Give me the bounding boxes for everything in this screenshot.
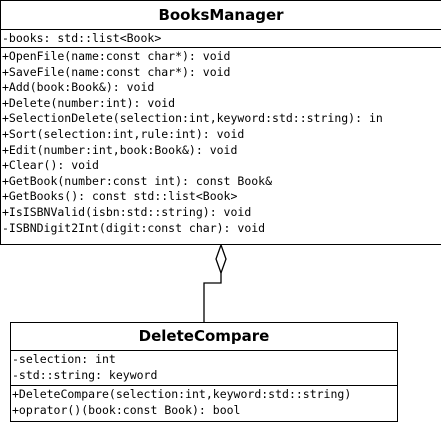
operation: +Sort(selection:int,rule:int): void	[2, 126, 245, 141]
class-books-manager[interactable]: BooksManager -books: std::list<Book> +Op…	[0, 0, 441, 245]
operation: +SelectionDelete(selection:int,keyword:s…	[2, 111, 383, 126]
class-name: DeleteCompare	[11, 323, 397, 351]
operation: +OpenFile(name:const char*): void	[2, 49, 231, 63]
operation: +IsISBNValid(isbn:std::string): void	[2, 204, 252, 219]
operation: +Delete(number:int): void	[2, 95, 176, 110]
operation: +Edit(number:int,book:Book&): void	[2, 142, 238, 157]
attributes-section: -books: std::list<Book>	[1, 30, 441, 48]
operation: +oprator()(book:const Book): bool	[12, 402, 241, 417]
operation: +GetBook(number:const int): const Book&	[2, 173, 273, 188]
operation: +Add(book:Book&): void	[2, 80, 155, 95]
class-name: BooksManager	[1, 1, 441, 30]
operations-section: +OpenFile(name:const char*): void +SaveF…	[1, 48, 441, 236]
attributes-section: -selection: int -std::string: keyword	[11, 351, 397, 386]
operation: +DeleteCompare(selection:int,keyword:std…	[12, 387, 352, 401]
aggregation-diamond	[215, 243, 227, 275]
class-delete-compare[interactable]: DeleteCompare -selection: int -std::stri…	[10, 322, 398, 422]
attribute: -std::string: keyword	[12, 367, 158, 382]
attribute: -books: std::list<Book>	[2, 31, 162, 45]
attribute: -selection: int	[12, 352, 116, 366]
operations-section: +DeleteCompare(selection:int,keyword:std…	[11, 386, 397, 418]
operation: -ISBNDigit2Int(digit:const char): void	[2, 220, 266, 235]
operation: +GetBooks(): const std::list<Book>	[2, 189, 238, 204]
aggregation-line	[203, 272, 222, 322]
operation: +Clear(): void	[2, 158, 99, 173]
operation: +SaveFile(name:const char*): void	[2, 64, 231, 79]
